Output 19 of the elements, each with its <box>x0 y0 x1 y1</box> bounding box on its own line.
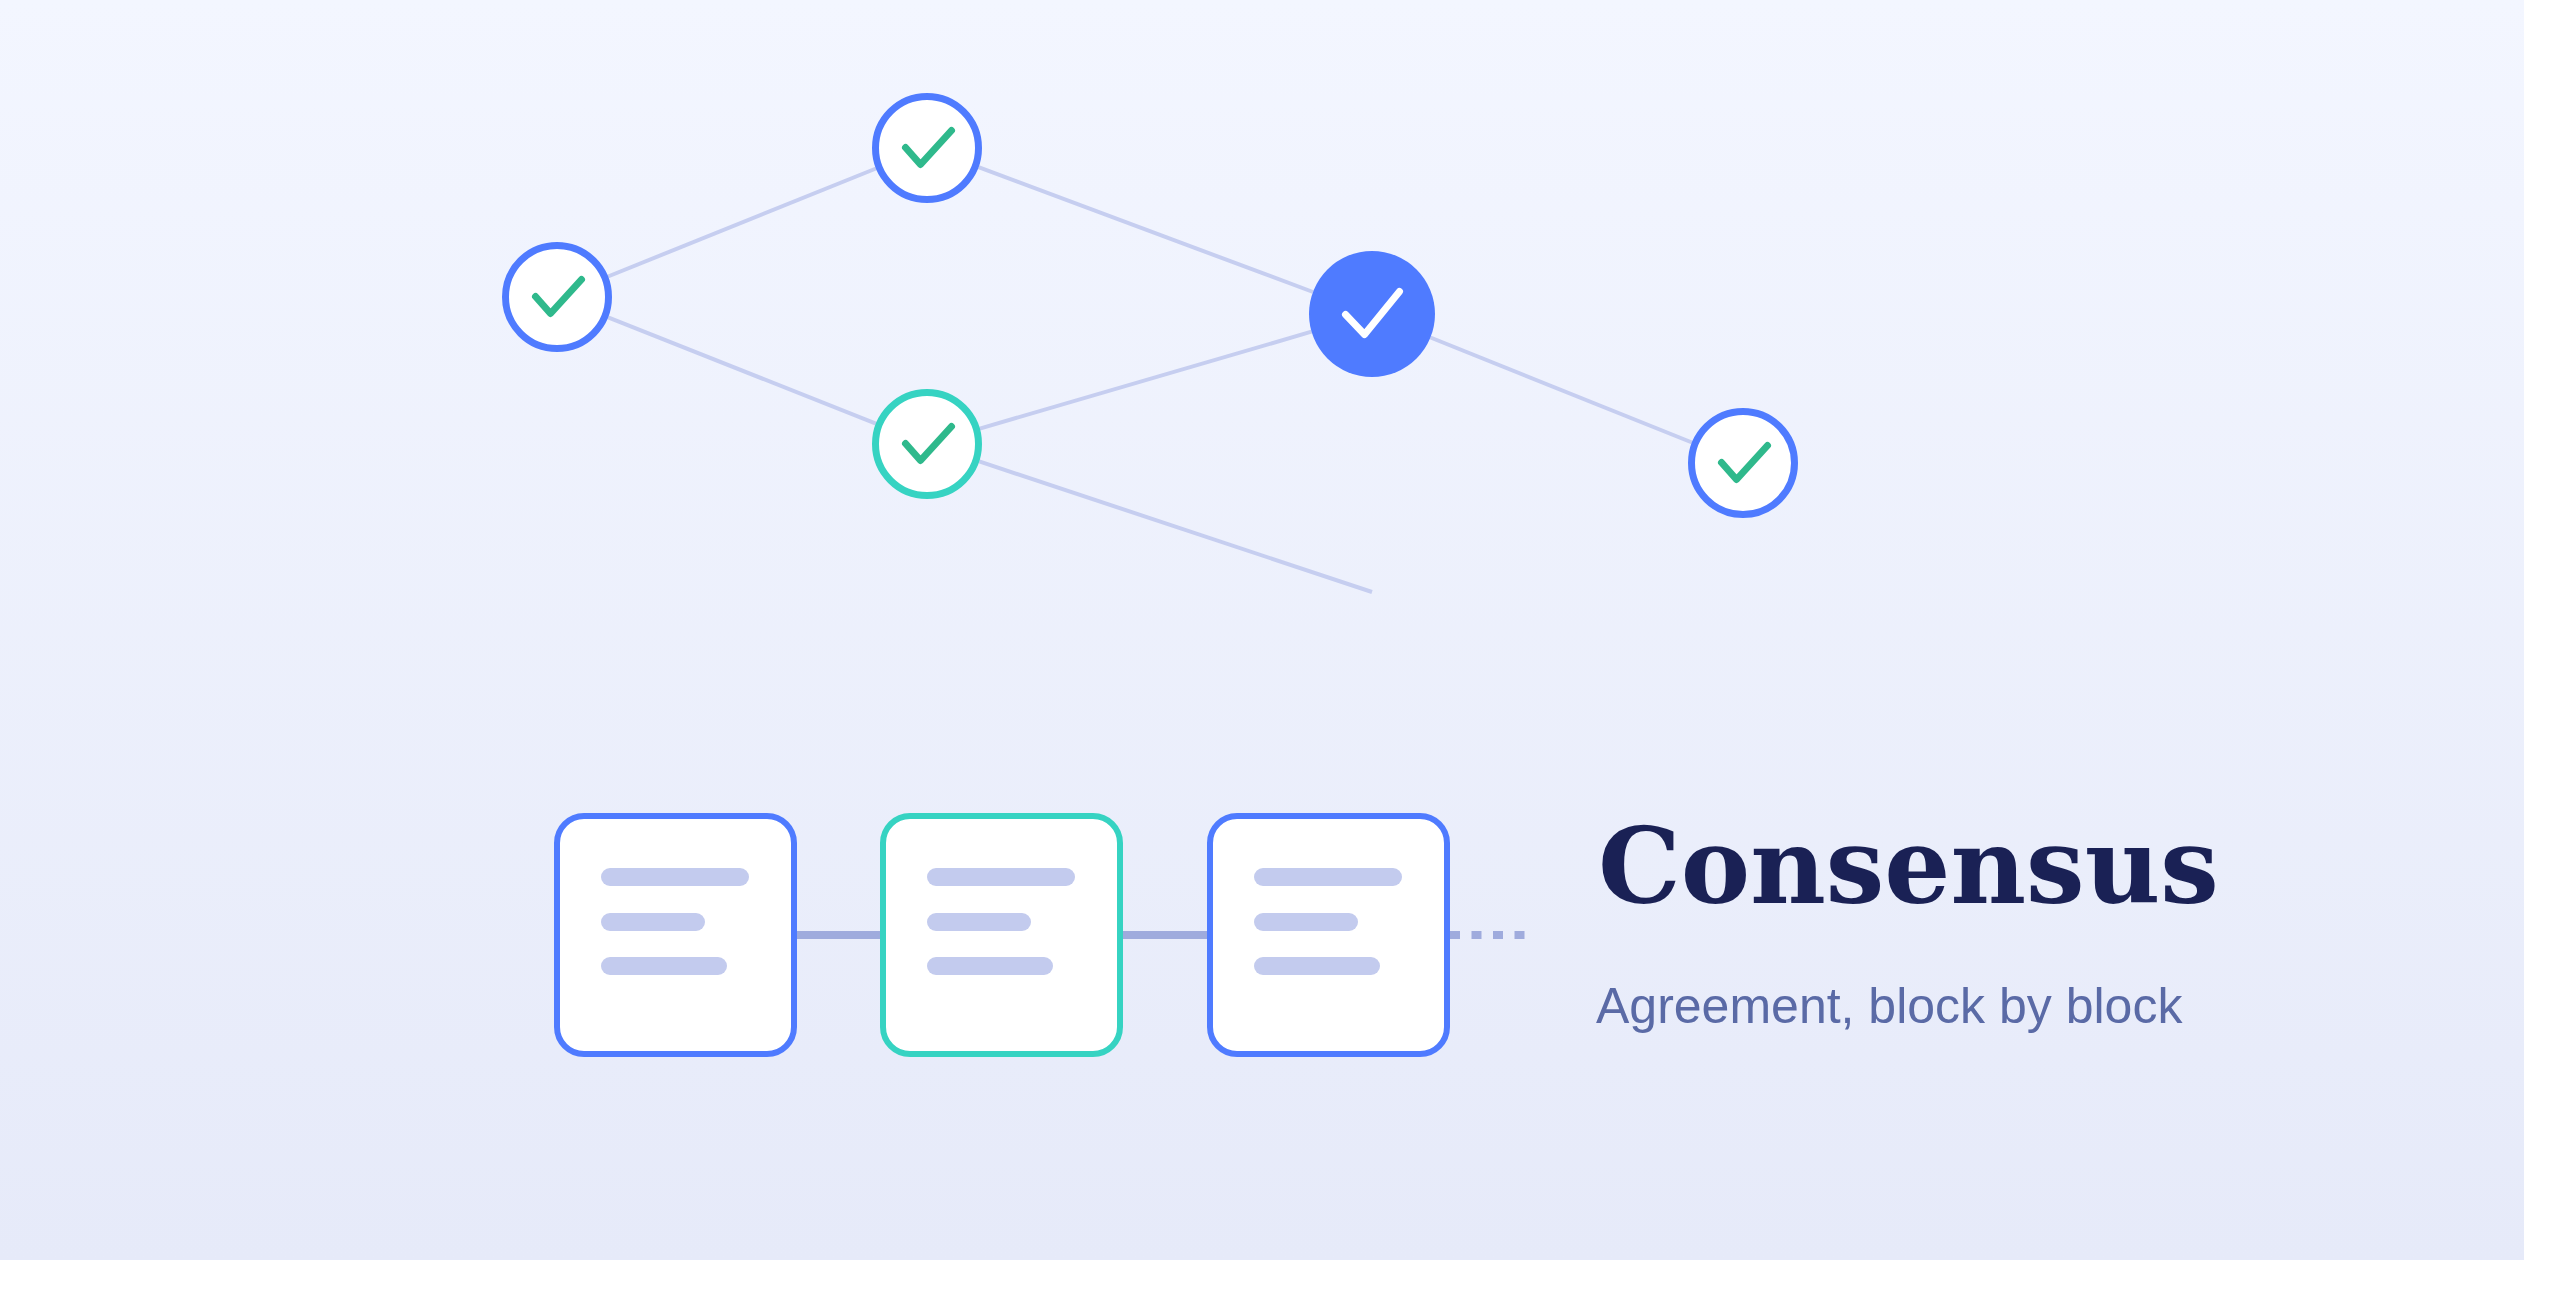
filled-circle-node <box>1309 251 1435 377</box>
connector-line <box>607 166 877 279</box>
connector-line <box>977 165 1314 294</box>
connector-line <box>978 459 1373 594</box>
subtitle: Agreement, block by block <box>1596 981 2183 1031</box>
title: Consensus <box>1598 815 2219 919</box>
connector-line <box>979 329 1313 431</box>
circle-node <box>1688 408 1798 518</box>
circle-node <box>502 242 612 352</box>
block-card <box>554 813 797 1057</box>
circle-node <box>872 93 982 203</box>
circle-node <box>872 389 982 499</box>
connector-line <box>1123 931 1207 939</box>
connector-line <box>797 931 880 939</box>
connector-line <box>1429 335 1693 445</box>
block-card <box>1207 813 1450 1057</box>
connector-line <box>607 315 877 426</box>
block-card <box>880 813 1123 1057</box>
dotted-connector <box>1450 931 1525 939</box>
